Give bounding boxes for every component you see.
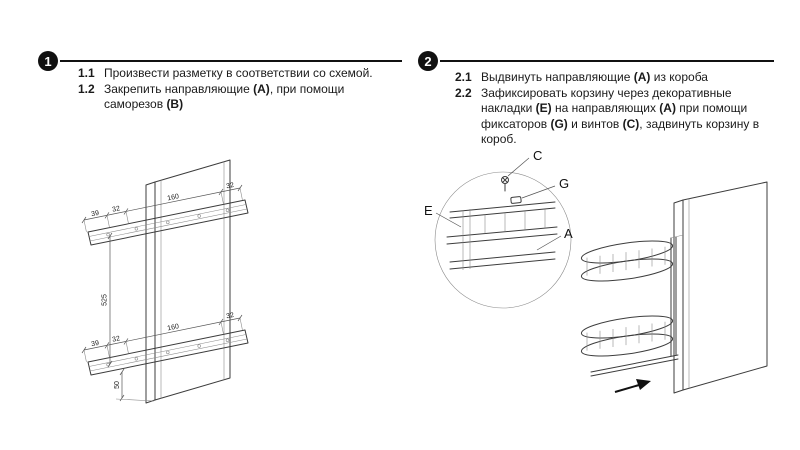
- instruction-item-2-1: 2.1 Выдвинуть направляющие (A) из короба: [455, 70, 767, 86]
- part-label-screw-C: C: [533, 148, 542, 163]
- instruction-text: Зафиксировать корзину через декоративные…: [481, 86, 767, 148]
- step2-header: 2: [418, 51, 774, 71]
- part-leaders: [435, 157, 562, 251]
- text-segment: (A): [253, 81, 270, 96]
- dimension-vertical: 525: [102, 232, 113, 368]
- dimension-offset: 50: [114, 368, 155, 402]
- detail-view-circle: [434, 171, 572, 309]
- dim-label: 525: [102, 294, 109, 306]
- text-segment: , при помощи саморезов: [104, 81, 345, 112]
- instruction-item-1-2: 1.2 Закрепить направляющие (A), при помо…: [78, 82, 392, 113]
- instruction-number: 1.1: [78, 66, 95, 80]
- dim-label: 39: [91, 210, 100, 218]
- text-segment: при помощи фиксаторов: [481, 101, 748, 131]
- instruction-number: 1.2: [78, 81, 95, 96]
- instruction-text: Произвести разметку в соответствии со сх…: [104, 66, 392, 82]
- dim-label: 39: [91, 340, 100, 348]
- step1-number-badge: 1: [38, 51, 58, 71]
- step2-header-rule: [440, 60, 774, 62]
- drawer-slide-top-drawing: [87, 199, 249, 246]
- text-segment: Закрепить направляющие: [104, 81, 254, 96]
- text-segment: (E): [535, 101, 552, 116]
- text-segment: Произвести разметку в соответствии со сх…: [104, 66, 373, 80]
- dim-label: 160: [167, 323, 180, 332]
- part-label-fixator-G: G: [559, 176, 569, 191]
- dimension-chain-bottom: 39 32 160 32: [81, 312, 243, 362]
- text-segment: Выдвинуть направляющие: [481, 70, 634, 84]
- step1-cabinet-panel-diagram: 39 32 160 32 39 32 160 32 525 50: [81, 159, 249, 404]
- instruction-number: 2.2: [455, 85, 472, 100]
- screw-drawing: [501, 176, 509, 192]
- text-segment: (C): [622, 116, 640, 131]
- part-label-slide-A: A: [564, 226, 573, 241]
- instruction-text: Выдвинуть направляющие (A) из короба: [481, 70, 767, 86]
- text-segment: (A): [659, 101, 676, 116]
- text-segment: , задвинуть корзину в короб.: [481, 116, 760, 147]
- instruction-number: 2.1: [455, 70, 472, 84]
- instruction-text: Закрепить направляющие (A), при помощи с…: [104, 82, 392, 113]
- detail-rails-drawing: [446, 201, 558, 270]
- step2-basket-diagram: C G E A: [424, 148, 768, 394]
- text-segment: (B): [166, 97, 184, 112]
- drawer-slide-bottom-drawing: [87, 329, 249, 376]
- instruction-item-1-1: 1.1 Произвести разметку в соответствии с…: [78, 66, 392, 82]
- instruction-item-2-2: 2.2 Зафиксировать корзину через декорати…: [455, 86, 767, 148]
- step2-instructions: 2.1 Выдвинуть направляющие (A) из короба…: [455, 70, 767, 148]
- dim-label: 32: [112, 205, 121, 213]
- push-direction-arrow: [614, 379, 651, 393]
- pullout-basket-drawing: [580, 234, 684, 377]
- step2-number-badge: 2: [418, 51, 438, 71]
- cabinet-panel-drawing: [145, 159, 231, 404]
- part-label-cover-E: E: [424, 203, 433, 218]
- step1-header: 1: [38, 51, 402, 71]
- dim-label: 32: [226, 312, 235, 320]
- text-segment: (G): [550, 116, 568, 131]
- text-segment: Зафиксировать корзину через декоративные…: [481, 85, 732, 116]
- step1-header-rule: [60, 60, 402, 62]
- text-segment: и винтов: [567, 116, 623, 131]
- text-segment: из короба: [650, 70, 708, 84]
- dim-label: 32: [226, 182, 235, 190]
- dim-label: 32: [112, 335, 121, 343]
- dimension-chain-top: 39 32 160 32: [81, 182, 243, 232]
- text-segment: (A): [633, 70, 651, 84]
- cabinet-body-drawing: [673, 181, 768, 394]
- dim-label: 50: [114, 381, 121, 389]
- dim-label: 160: [167, 193, 180, 202]
- step1-instructions: 1.1 Произвести разметку в соответствии с…: [78, 66, 392, 113]
- text-segment: на направляющих: [551, 101, 660, 116]
- fixator-drawing: [510, 196, 522, 204]
